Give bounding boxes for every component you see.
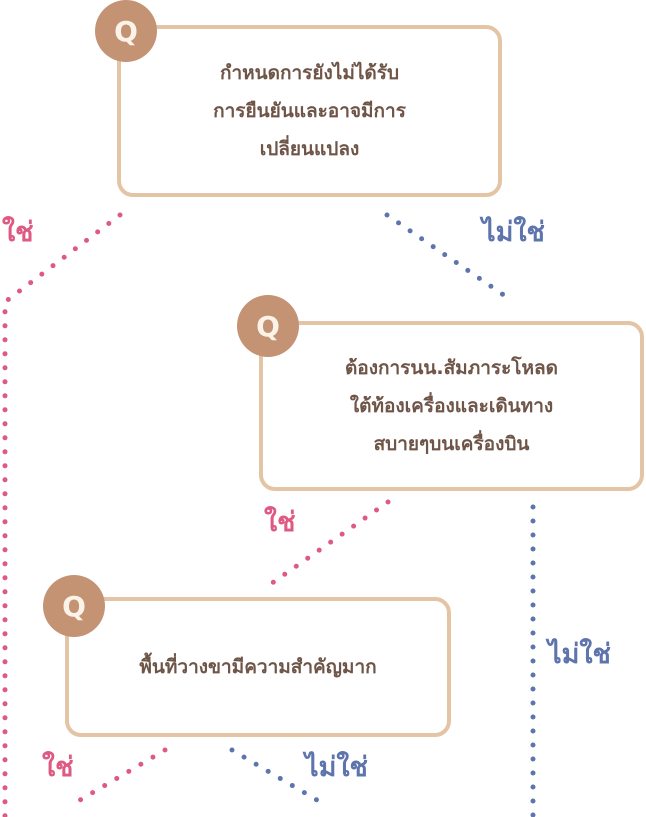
question-2-line-1: ต้องการนน.สัมภาระโหลด xyxy=(344,357,559,379)
q-badge-icon: Q xyxy=(237,295,299,357)
question-box-1: กำหนดการยังไม่ได้รับ การยืนยันและอาจมีกา… xyxy=(117,25,502,197)
q1-no-label: ไม่ใช่ xyxy=(482,217,545,248)
question-1-line-1: กำหนดการยังไม่ได้รับ xyxy=(219,62,400,84)
q2-no-label: ไม่ใช่ xyxy=(548,639,611,670)
q1-yes-label: ใช่ xyxy=(2,217,34,248)
question-2-line-3: สบายๆบนเครื่องบิน xyxy=(373,433,530,455)
q3-no-label: ไม่ใช่ xyxy=(305,752,368,783)
q1-yes-connector xyxy=(2,212,123,817)
question-box-3: พื้นที่วางขามีความสำคัญมาก xyxy=(65,597,451,737)
question-1-line-2: การยืนยันและอาจมีการ xyxy=(213,100,406,122)
question-box-2: ต้องการนน.สัมภาระโหลด ใต้ท้องเครื่องและเ… xyxy=(259,321,644,491)
q3-yes-connector xyxy=(67,747,168,809)
question-3-line-1: พื้นที่วางขามีความสำคัญมาก xyxy=(139,656,377,678)
question-2-line-2: ใต้ท้องเครื่องและเดินทาง xyxy=(349,395,554,417)
question-1-line-3: เปลี่ยนแปลง xyxy=(259,138,360,160)
q-badge-icon: Q xyxy=(43,575,105,637)
q2-yes-label: ใช่ xyxy=(264,507,296,538)
q3-yes-label: ใช่ xyxy=(42,752,74,783)
q3-no-connector xyxy=(229,747,330,809)
q-badge-icon: Q xyxy=(95,0,157,62)
